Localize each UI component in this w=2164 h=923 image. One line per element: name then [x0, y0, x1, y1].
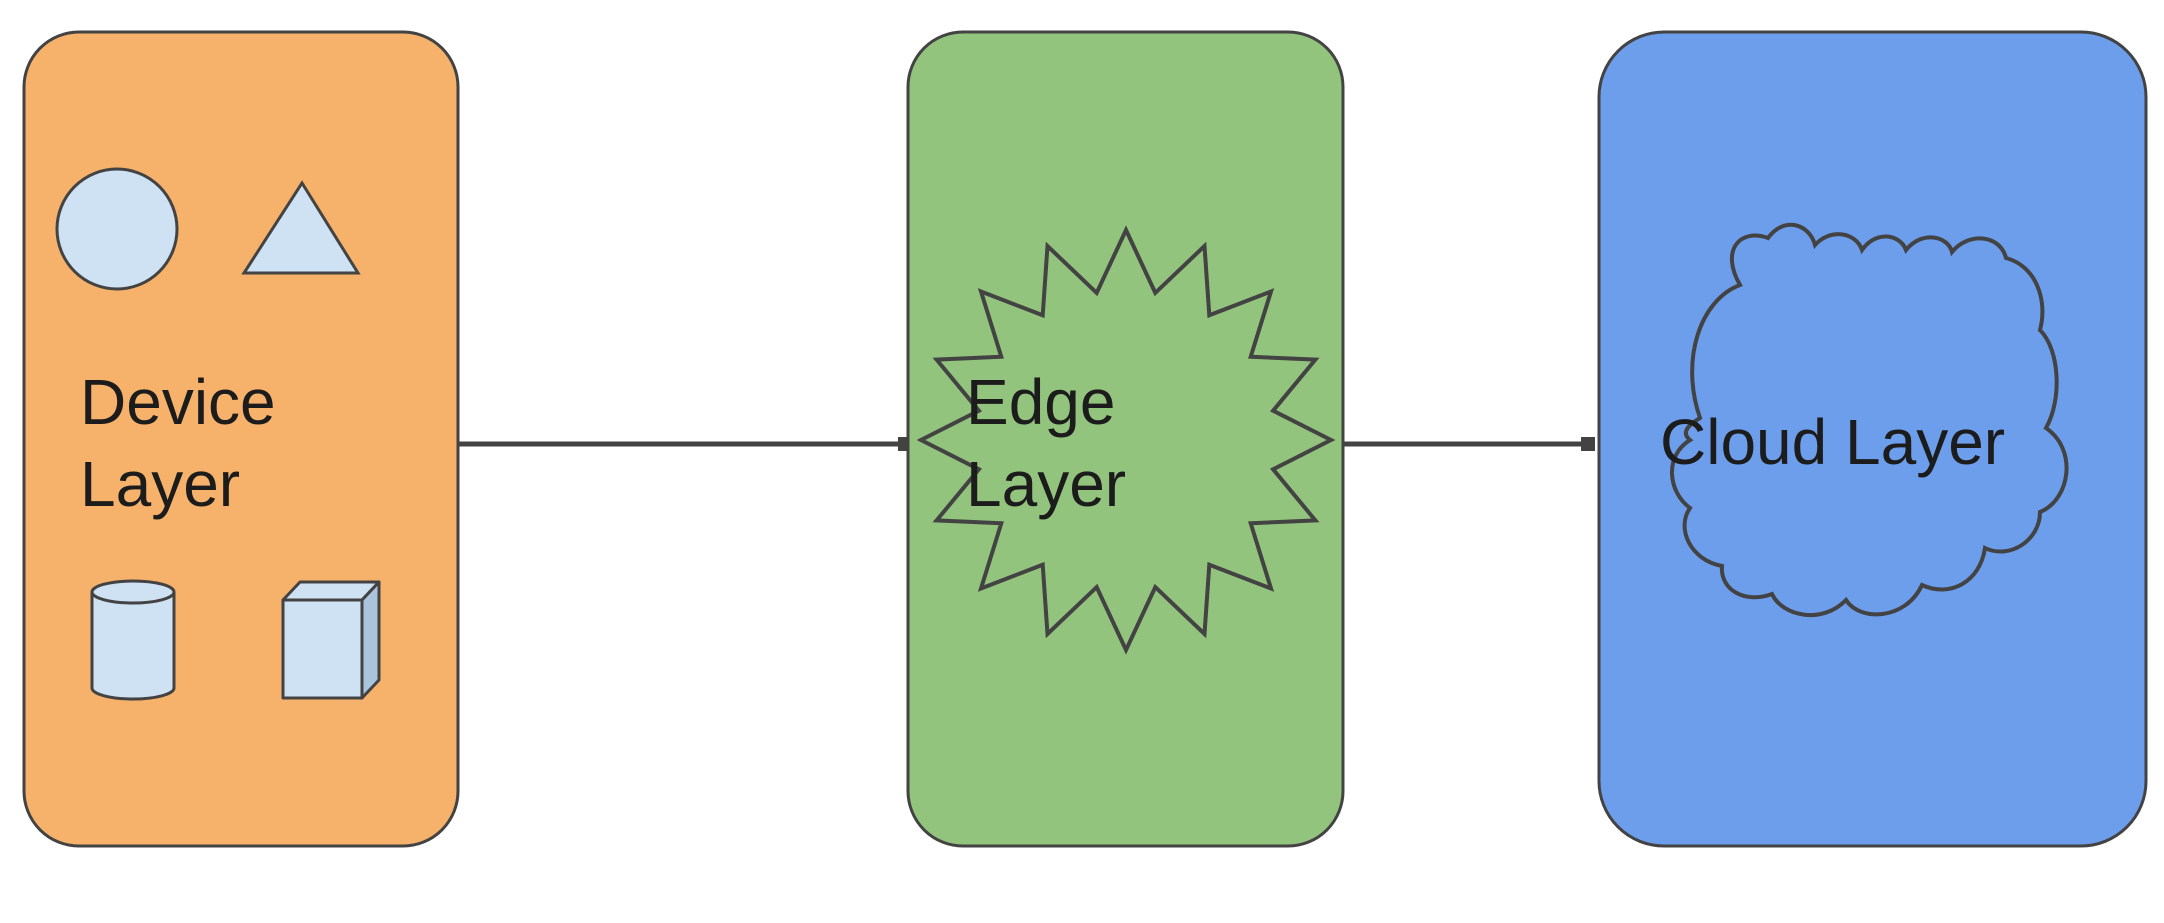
cloud-layer: Cloud Layer: [1597, 30, 2148, 848]
starburst-shape: [916, 225, 1336, 655]
svg-text:Edge Layer: Edge Layer: [966, 366, 1133, 520]
circle-icon: [55, 167, 179, 291]
edge-layer-label-line2: Layer: [966, 448, 1126, 520]
edge-to-cloud-endpoint: [1581, 437, 1595, 451]
cube-icon: [281, 580, 381, 700]
cloud-layer-label: Cloud Layer: [1660, 406, 2005, 478]
device-layer-label-line1: Device: [80, 366, 276, 438]
edge-layer-label-line1: Edge: [966, 366, 1115, 438]
svg-text:Device Layer: Device Layer: [80, 366, 293, 520]
cylinder-icon: [90, 579, 176, 701]
device-layer: Device Layer: [22, 30, 460, 848]
cloud-layer-box: [1597, 30, 2148, 848]
triangle-icon: [241, 180, 361, 275]
cloud-shape: [1670, 222, 2069, 618]
edge-layer: Edge Layer: [906, 30, 1345, 848]
device-layer-box: [22, 30, 460, 848]
edge-layer-box: [906, 30, 1345, 848]
connectors: [458, 437, 1595, 451]
device-layer-label-line2: Layer: [80, 448, 240, 520]
